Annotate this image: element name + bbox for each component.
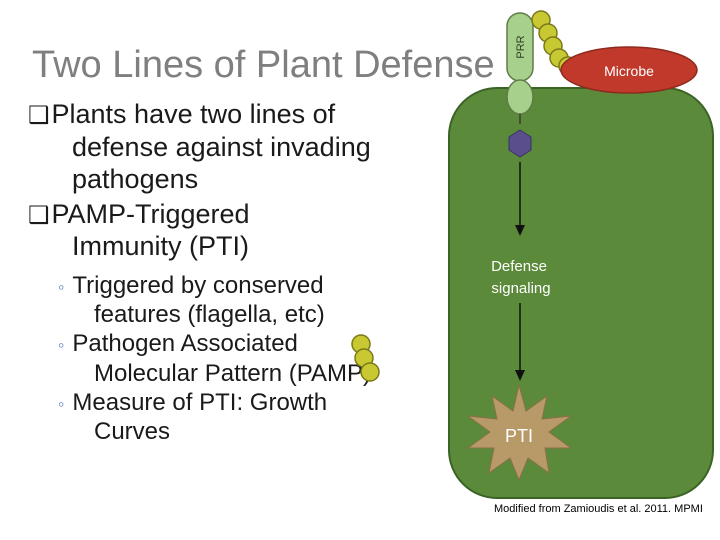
- sub-bullet-text-cont: Curves: [94, 418, 171, 446]
- arrow-head-1: [515, 225, 525, 236]
- bullet-list: ❑Plants have two lines of defense agains…: [28, 98, 448, 446]
- plant-cell: [448, 87, 714, 499]
- bullet-text-cont: defense against invading: [72, 131, 371, 162]
- sub-bullet-text: Measure of PTI: Growth: [72, 388, 328, 416]
- sub-bullet-text-cont: Molecular Pattern (PAMP): [94, 359, 371, 387]
- bullet-pti: ❑PAMP-Triggered Immunity (PTI): [28, 198, 448, 263]
- pti-label: PTI: [505, 426, 533, 446]
- signaling-label: signaling: [491, 280, 550, 297]
- sub-bullet-text-cont: features (flagella, etc): [94, 301, 325, 329]
- microbe-label: Microbe: [604, 63, 654, 79]
- bullet-text: PAMP-Triggered: [51, 198, 250, 229]
- sub-bullet-pamp: ◦ Pathogen Associated Molecular Pattern (…: [58, 329, 448, 388]
- sub-bullet-text: Pathogen Associated: [72, 330, 298, 358]
- sub-bullet-marker: ◦: [58, 276, 65, 297]
- bullet-text-cont: Immunity (PTI): [72, 231, 250, 262]
- bullet-plants-defense: ❑Plants have two lines of defense agains…: [28, 98, 448, 196]
- sub-bullet-triggered: ◦ Triggered by conserved features (flagel…: [58, 271, 448, 330]
- receptor-base: [506, 79, 534, 115]
- bullet-marker: ❑: [28, 102, 50, 129]
- sub-bullet-marker: ◦: [58, 393, 65, 414]
- prr-label: PRR: [515, 35, 527, 58]
- sub-bullet-measure: ◦ Measure of PTI: Growth Curves: [58, 388, 448, 447]
- microbe: [560, 46, 698, 94]
- bullet-text: Plants have two lines of: [51, 99, 336, 129]
- sub-bullet-marker: ◦: [58, 335, 65, 356]
- bullet-text-cont: pathogens: [72, 164, 199, 195]
- pti-starburst: [466, 384, 573, 482]
- pamp-chain-small: [351, 334, 380, 382]
- figure-credit: Modified from Zamioudis et al. 2011. MPM…: [494, 503, 703, 515]
- arrow-head-2: [515, 370, 525, 381]
- sub-bullet-text: Triggered by conserved: [72, 271, 324, 299]
- kinase-hexagon: [508, 129, 532, 158]
- slide-title: Two Lines of Plant Defense: [32, 44, 495, 86]
- pamp-bead: [360, 362, 380, 382]
- defense-label: Defense: [491, 258, 547, 275]
- bullet-marker: ❑: [28, 201, 50, 229]
